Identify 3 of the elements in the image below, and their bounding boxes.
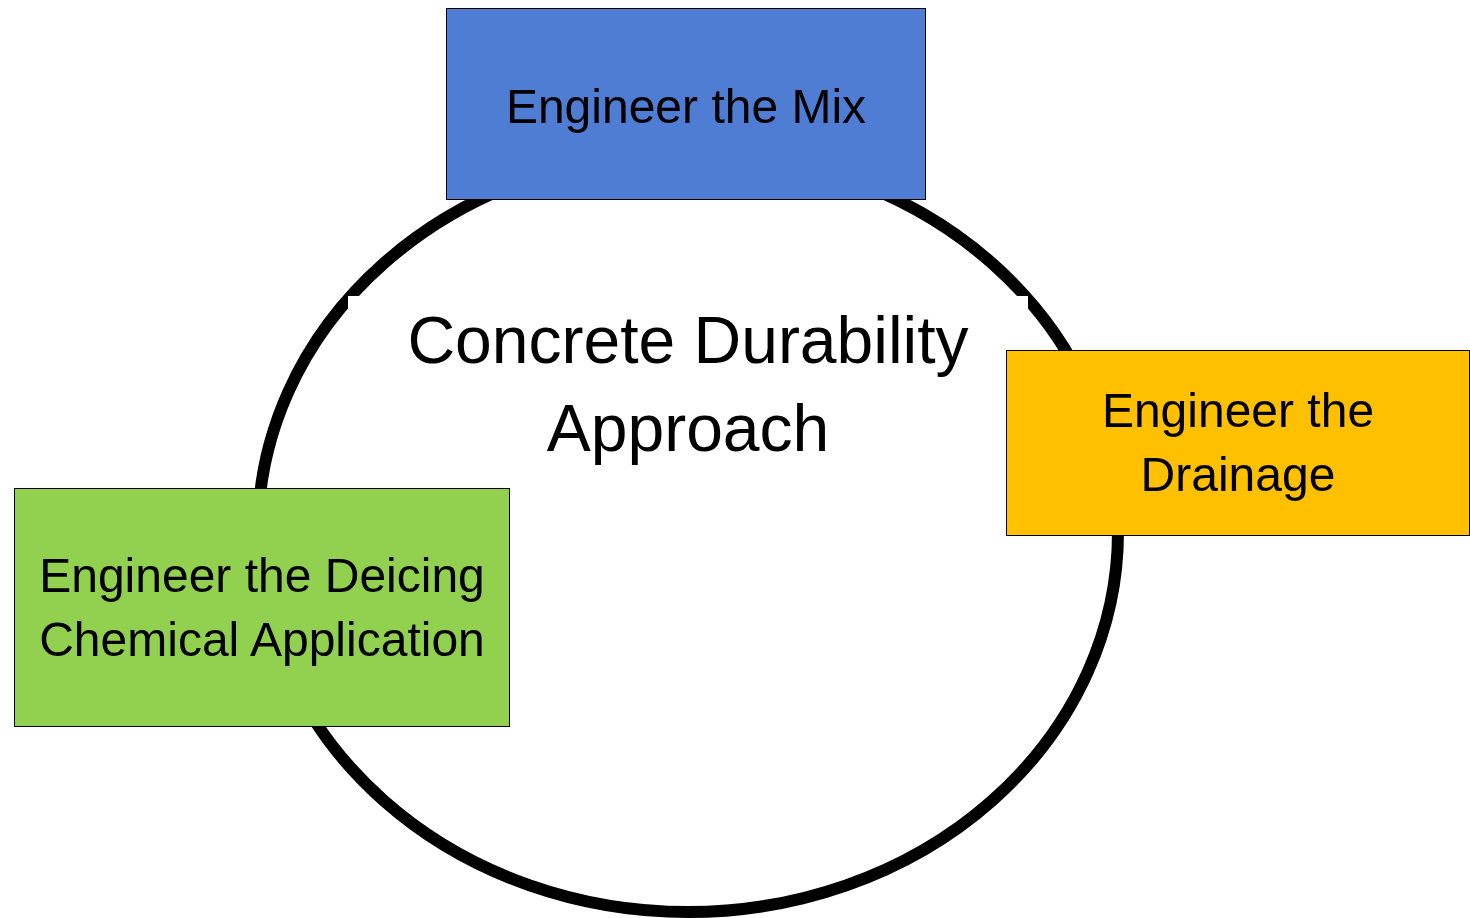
approach-box: Engineer the Drainage <box>1006 350 1470 536</box>
approach-box: Engineer the Mix <box>446 8 926 200</box>
approach-box: Engineer the Deicing Chemical Application <box>14 488 510 727</box>
